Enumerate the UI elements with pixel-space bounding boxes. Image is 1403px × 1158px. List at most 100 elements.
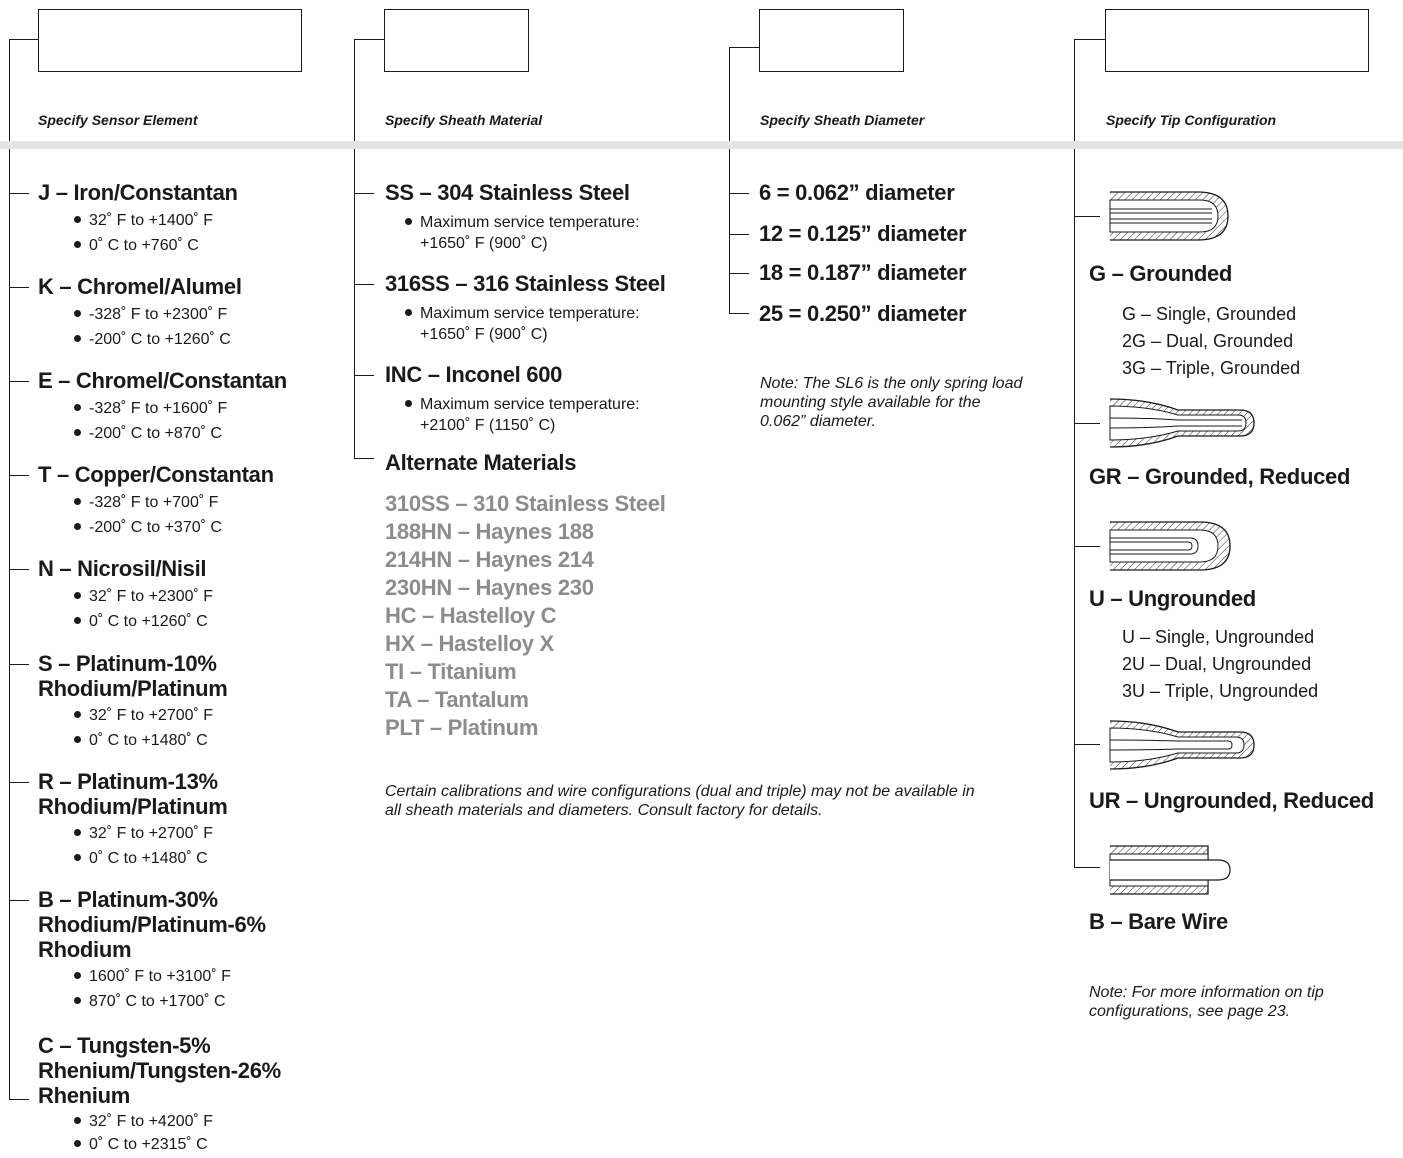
bullet-icon [74, 498, 81, 505]
sheath-material-input[interactable] [384, 9, 529, 72]
material-connector-v [354, 39, 355, 458]
tip-sub: 3G – Triple, Grounded [1122, 358, 1301, 378]
sensor-range: 0˚ C to +2315˚ C [89, 1136, 208, 1153]
sensor-range: -200˚ C to +370˚ C [89, 519, 222, 536]
tick [1074, 744, 1100, 745]
material-title: Alternate Materials [385, 450, 577, 475]
bullet-icon [74, 592, 81, 599]
sensor-bullet: 32˚ F to +2300˚ F [74, 587, 213, 606]
diameter-connector-h [729, 47, 759, 48]
header-band [0, 141, 1403, 149]
sensor-range: 0˚ C to +1480˚ C [89, 850, 208, 867]
sheath-diameter-input[interactable] [759, 9, 904, 72]
sensor-title-line2: Rhodium/Platinum-6% [38, 912, 266, 937]
tick [729, 193, 749, 194]
tick [9, 1099, 29, 1100]
tick [9, 782, 29, 783]
diameter-option: 12 = 0.125” diameter [759, 221, 967, 246]
diameter-option: 18 = 0.187” diameter [759, 260, 967, 285]
bullet-icon [74, 404, 81, 411]
tick [729, 313, 749, 314]
tick [9, 569, 29, 570]
sensor-title-line2: Rhodium/Platinum [38, 794, 228, 819]
diameter-connector-v [729, 47, 730, 313]
sensor-range: -328˚ F to +700˚ F [89, 494, 219, 511]
tick [1074, 423, 1100, 424]
bare-wire-tip-icon [1109, 845, 1231, 895]
material-title: INC – Inconel 600 [385, 362, 563, 387]
sensor-range: 0˚ C to +1260˚ C [89, 613, 208, 630]
sensor-title: E – Chromel/Constantan [38, 368, 287, 393]
sensor-bullet: -328˚ F to +1600˚ F [74, 399, 227, 418]
sensor-title: J – Iron/Constantan [38, 180, 238, 205]
bullet-icon [405, 218, 412, 225]
material-title: SS – 304 Stainless Steel [385, 180, 630, 205]
tick [9, 664, 29, 665]
bullet-icon [74, 854, 81, 861]
alternate-item: 214HN – Haynes 214 [385, 547, 594, 572]
alternate-item: HX – Hastelloy X [385, 631, 554, 656]
alternate-item: 230HN – Haynes 230 [385, 575, 594, 600]
tip-sub: G – Single, Grounded [1122, 304, 1297, 324]
tick [729, 234, 749, 235]
sensor-title-line3: Rhodium [38, 937, 132, 962]
bullet-icon [74, 736, 81, 743]
sensor-element-input[interactable] [38, 9, 302, 72]
material-title: 316SS – 316 Stainless Steel [385, 271, 666, 296]
sensor-bullet: 32˚ F to +1400˚ F [74, 211, 213, 230]
tip-sub-list: G – Single, Grounded 2G – Dual, Grounded… [1122, 301, 1300, 382]
tick [9, 900, 29, 901]
sensor-range: 1600˚ F to +3100˚ F [89, 968, 231, 985]
alternate-item: TA – Tantalum [385, 687, 529, 712]
grounded-tip-icon [1109, 191, 1229, 241]
sensor-title: N – Nicrosil/Nisil [38, 556, 207, 581]
tick [9, 193, 29, 194]
bullet-icon [74, 1140, 81, 1147]
tip-title: U – Ungrounded [1089, 586, 1256, 611]
tip-connector-v [1074, 39, 1075, 867]
sensor-range: 32˚ F to +4200˚ F [89, 1113, 214, 1130]
material-bullet: Maximum service temperature: [405, 304, 640, 323]
material-bullet: Maximum service temperature: [405, 213, 640, 232]
tip-sub: U – Single, Ungrounded [1122, 627, 1315, 647]
bullet-icon [405, 309, 412, 316]
sensor-bullet: 0˚ C to +1480˚ C [74, 849, 208, 868]
alternate-item: 188HN – Haynes 188 [385, 519, 594, 544]
sensor-range: -328˚ F to +1600˚ F [89, 400, 228, 417]
diameter-option: 6 = 0.062” diameter [759, 180, 955, 205]
alternate-item: PLT – Platinum [385, 715, 539, 740]
sensor-header: Specify Sensor Element [38, 112, 198, 128]
sensor-bullet: 32˚ F to +2700˚ F [74, 706, 213, 725]
tip-configuration-input[interactable] [1105, 9, 1369, 72]
sensor-range: 0˚ C to +760˚ C [89, 237, 199, 254]
tick [354, 458, 374, 459]
tick [729, 273, 749, 274]
sensor-title: B – Platinum-30% [38, 887, 218, 912]
sensor-title: T – Copper/Constantan [38, 462, 274, 487]
alternate-item: TI – Titanium [385, 659, 517, 684]
bullet-icon [74, 711, 81, 718]
sensor-bullet: 1600˚ F to +3100˚ F [74, 967, 231, 986]
tip-note: Note: For more information on tip config… [1089, 984, 1324, 1020]
tick [354, 193, 374, 194]
sensor-range: -200˚ C to +1260˚ C [89, 331, 231, 348]
sensor-connector-h [9, 39, 38, 40]
bullet-icon [74, 429, 81, 436]
sensor-range: 0˚ C to +1480˚ C [89, 732, 208, 749]
tip-header: Specify Tip Configuration [1106, 112, 1277, 128]
tick [9, 475, 29, 476]
alternate-materials-list: 310SS – 310 Stainless Steel 188HN – Hayn… [385, 490, 666, 742]
sensor-bullet: -200˚ C to +870˚ C [74, 424, 222, 443]
alternate-item: 310SS – 310 Stainless Steel [385, 491, 666, 516]
diameter-note: Note: The SL6 is the only spring load mo… [760, 375, 1023, 430]
material-bullet: Maximum service temperature: [405, 395, 640, 414]
bullet-icon [74, 829, 81, 836]
material-temp: Maximum service temperature: [420, 305, 640, 322]
sensor-range: -328˚ F to +2300˚ F [89, 306, 228, 323]
material-header: Specify Sheath Material [385, 112, 543, 128]
bullet-icon [74, 617, 81, 624]
sensor-title: R – Platinum-13% [38, 769, 218, 794]
sensor-range: 32˚ F to +2300˚ F [89, 588, 214, 605]
tick [354, 284, 374, 285]
bullet-icon [74, 310, 81, 317]
